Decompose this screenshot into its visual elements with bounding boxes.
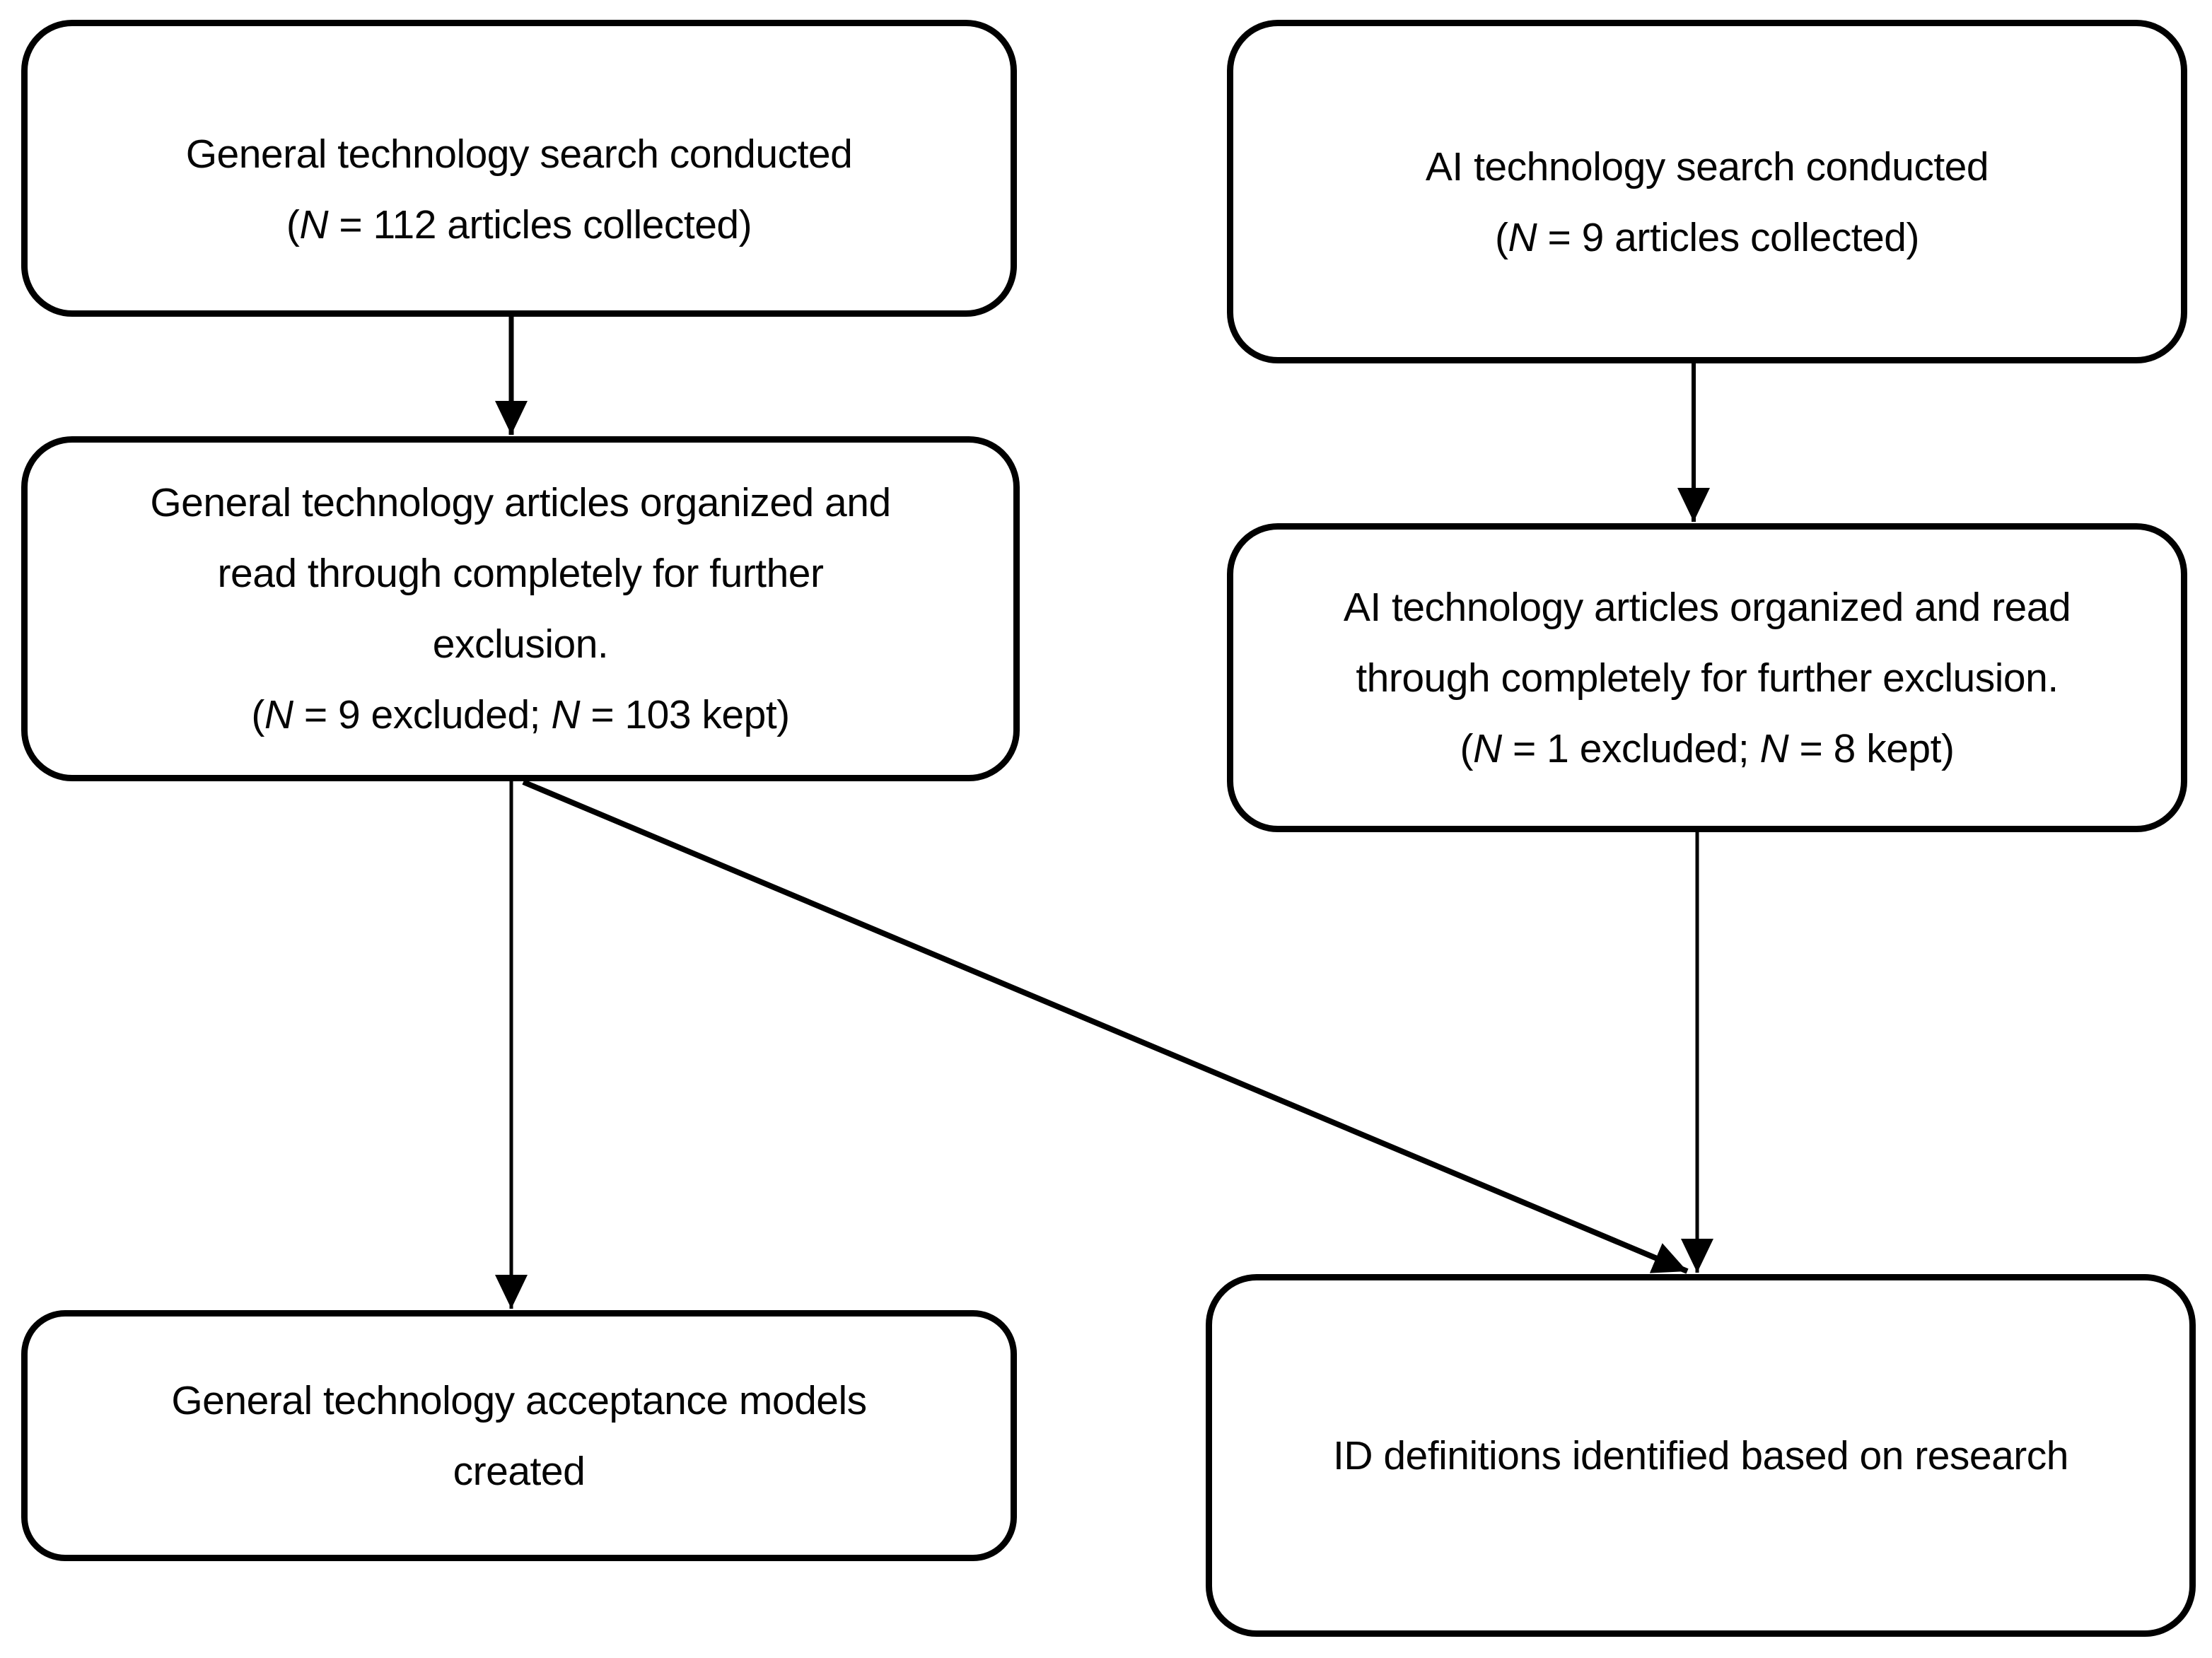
box-general-technology-articles-organized-text: General technology articles organized an…	[150, 467, 891, 750]
italic-n-segment: N	[551, 692, 581, 737]
italic-n-segment: N	[1508, 215, 1537, 260]
text-segment: General technology acceptance models	[171, 1377, 867, 1423]
box-ai-technology-articles-organized-text: AI technology articles organized and rea…	[1344, 572, 2071, 784]
text-line: (N = 112 articles collected)	[186, 189, 853, 260]
italic-n-segment: N	[264, 692, 293, 737]
text-segment: read through completely for further	[217, 551, 824, 596]
box-general-technology-search-text: General technology search conducted (N = …	[186, 76, 853, 260]
text-segment: = 8 kept)	[1788, 725, 1955, 771]
box-general-technology-search: General technology search conducted (N = …	[21, 20, 1017, 317]
text-line: (N = 9 excluded; N = 103 kept)	[150, 679, 890, 750]
italic-n-segment: N	[299, 202, 329, 247]
text-line: (N = 9 articles collected)	[1426, 202, 1989, 273]
text-line: exclusion.	[150, 609, 890, 679]
text-line: read through completely for further	[150, 538, 890, 609]
text-line: AI technology articles organized and rea…	[1344, 572, 2071, 643]
box-id-definitions-identified-text: ID definitions identified based on resea…	[1333, 1420, 2069, 1491]
text-segment: General technology search conducted	[185, 132, 853, 177]
italic-n-segment: N	[1473, 725, 1502, 771]
text-segment: through completely for further exclusion…	[1356, 655, 2059, 701]
text-segment: (	[251, 692, 264, 737]
text-segment: (	[1460, 725, 1474, 771]
text-line: General technology search conducted	[186, 119, 853, 189]
box-general-technology-acceptance-models: General technology acceptance models crea…	[21, 1310, 1017, 1561]
text-segment: General technology articles organized an…	[150, 480, 891, 525]
text-segment: = 103 kept)	[580, 692, 790, 737]
text-line: ID definitions identified based on resea…	[1333, 1420, 2069, 1491]
text-segment: AI technology articles organized and rea…	[1343, 584, 2071, 630]
text-line: (N = 1 excluded; N = 8 kept)	[1344, 713, 2071, 784]
text-segment: (	[286, 202, 300, 247]
box-general-technology-acceptance-models-text: General technology acceptance models crea…	[171, 1365, 867, 1507]
italic-n-segment: N	[1759, 725, 1789, 771]
box-general-technology-articles-organized: General technology articles organized an…	[21, 436, 1020, 781]
box-id-definitions-identified: ID definitions identified based on resea…	[1206, 1274, 2196, 1637]
text-segment: = 9 articles collected)	[1537, 215, 1919, 260]
box-ai-technology-search-text: AI technology search conducted (N = 9 art…	[1426, 110, 1989, 273]
text-segment: (	[1495, 215, 1508, 260]
arrow-general-organized-to-id-definitions	[522, 779, 1689, 1274]
text-line: AI technology search conducted	[1426, 132, 1989, 202]
text-segment: = 9 excluded;	[293, 692, 552, 737]
text-segment: = 112 articles collected)	[328, 202, 752, 247]
text-segment: created	[453, 1448, 586, 1494]
text-line: through completely for further exclusion…	[1344, 643, 2071, 713]
text-segment: = 1 excluded;	[1501, 725, 1760, 771]
box-ai-technology-search: AI technology search conducted (N = 9 art…	[1227, 20, 2187, 363]
text-line: General technology articles organized an…	[150, 467, 891, 538]
box-ai-technology-articles-organized: AI technology articles organized and rea…	[1227, 523, 2187, 832]
text-segment: ID definitions identified based on resea…	[1333, 1432, 2069, 1478]
text-segment: AI technology search conducted	[1425, 144, 1989, 189]
text-segment: exclusion.	[432, 621, 609, 667]
text-line: General technology acceptance models	[171, 1365, 867, 1436]
text-line: created	[171, 1436, 866, 1507]
